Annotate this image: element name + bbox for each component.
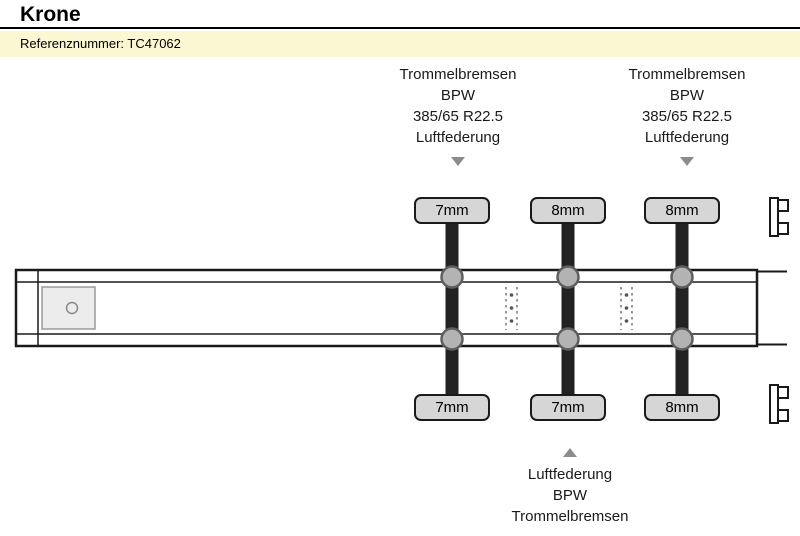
arrow-up-icon xyxy=(563,448,577,457)
tread-depth-bottom-axle3: 8mm xyxy=(644,394,720,421)
rear-hinge-top xyxy=(769,197,789,237)
arrow-down-icon xyxy=(451,157,465,166)
annotation-line: 385/65 R22.5 xyxy=(641,108,733,125)
tread-depth-top-axle1: 7mm xyxy=(414,197,490,224)
kingpin xyxy=(65,301,79,315)
suspension-hubs xyxy=(440,265,694,351)
annotation-line: Trommelbremsen xyxy=(399,66,517,83)
axle-bars xyxy=(445,212,689,406)
reference-bar: Referenznummer: TC47062 xyxy=(0,31,800,57)
axle-annotation-bottom: Luftfederung BPW Trommelbremsen xyxy=(460,448,680,527)
annotation-line: Trommelbremsen xyxy=(628,66,746,83)
axle-annotation-front: Trommelbremsen BPW 385/65 R22.5 Luftfede… xyxy=(348,64,568,166)
tread-depth-bottom-axle1: 7mm xyxy=(414,394,490,421)
kingpin-plate xyxy=(41,286,96,330)
rear-hinge-bottom xyxy=(769,384,789,424)
annotation-line: Luftfederung xyxy=(415,129,501,146)
tread-depth-top-axle2: 8mm xyxy=(530,197,606,224)
annotation-line: BPW xyxy=(440,87,476,104)
brand-title: Krone xyxy=(20,3,81,26)
crossmember-detail-2 xyxy=(620,287,633,330)
page-header: Krone xyxy=(0,0,800,29)
annotation-line: BPW xyxy=(552,487,588,504)
crossmember-detail-1 xyxy=(505,287,518,330)
annotation-line: BPW xyxy=(669,87,705,104)
annotation-line: Luftfederung xyxy=(527,466,613,483)
tread-depth-top-axle3: 8mm xyxy=(644,197,720,224)
reference-number: Referenznummer: TC47062 xyxy=(20,36,181,51)
annotation-line: Trommelbremsen xyxy=(511,508,629,525)
annotation-line: Luftfederung xyxy=(644,129,730,146)
axle-annotation-rear-top: Trommelbremsen BPW 385/65 R22.5 Luftfede… xyxy=(577,64,797,166)
tread-depth-bottom-axle2: 7mm xyxy=(530,394,606,421)
arrow-down-icon xyxy=(680,157,694,166)
annotation-line: 385/65 R22.5 xyxy=(412,108,504,125)
